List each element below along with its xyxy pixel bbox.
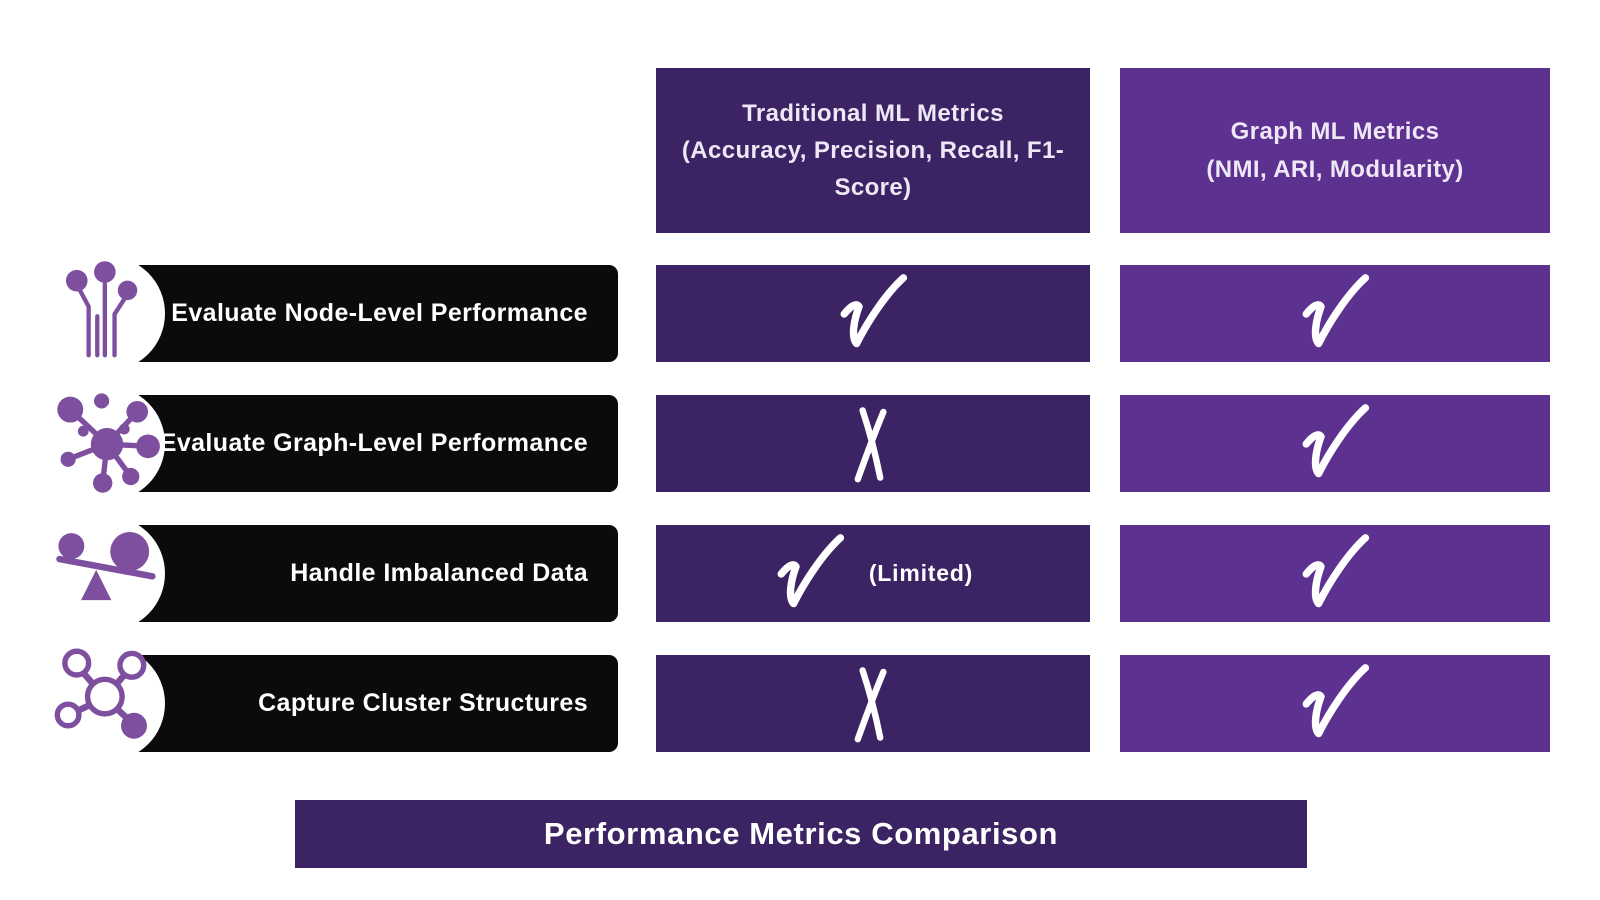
cell-graph (1120, 265, 1550, 362)
feature-label: Evaluate Graph-Level Performance (159, 429, 588, 457)
feature-row-bar: Handle Imbalanced Data (50, 516, 618, 631)
cell-traditional (656, 265, 1090, 362)
check-icon (773, 532, 847, 616)
balance-seesaw-icon (53, 518, 161, 626)
footer-title: Performance Metrics Comparison (543, 816, 1059, 851)
check-icon (1298, 272, 1372, 356)
check-icon (1298, 662, 1372, 746)
footer-title-bar: Performance Metrics Comparison (295, 800, 1307, 868)
feature-row-bar: Evaluate Graph-Level Performance (50, 386, 618, 501)
feature-row: Handle Imbalanced Data (Limited) (0, 516, 1600, 631)
column-header-graph-ml: Graph ML Metrics (NMI, ARI, Modularity) (1120, 68, 1550, 233)
feature-row-bar: Capture Cluster Structures (50, 646, 618, 761)
cell-graph (1120, 655, 1550, 752)
cell-traditional (656, 395, 1090, 492)
feature-label: Capture Cluster Structures (258, 689, 588, 717)
feature-label: Handle Imbalanced Data (290, 559, 588, 587)
cross-icon (845, 404, 901, 484)
cross-icon (845, 664, 901, 744)
cell-graph (1120, 525, 1550, 622)
column-header-traditional-ml: Traditional ML Metrics (Accuracy, Precis… (656, 68, 1090, 233)
cell-traditional: (Limited) (656, 525, 1090, 622)
feature-row: Evaluate Node-Level Performance (0, 256, 1600, 371)
check-icon (836, 272, 910, 356)
column-subtitle: (NMI, ARI, Modularity) (1206, 155, 1464, 183)
column-title: Graph ML Metrics (1230, 118, 1440, 146)
network-hub-icon (53, 388, 161, 496)
check-icon (1298, 532, 1372, 616)
column-subtitle: (Accuracy, Precision, Recall, F1-Score) (681, 136, 1065, 202)
check-icon (1298, 402, 1372, 486)
limited-note: (Limited) (868, 560, 974, 586)
column-header-text: Traditional ML Metrics (Accuracy, Precis… (656, 95, 1090, 207)
cell-traditional (656, 655, 1090, 752)
cell-graph (1120, 395, 1550, 492)
node-pins-icon (53, 258, 161, 366)
feature-label: Evaluate Node-Level Performance (171, 299, 588, 327)
feature-row-bar: Evaluate Node-Level Performance (50, 256, 618, 371)
cluster-outline-icon (53, 648, 161, 756)
feature-row: Capture Cluster Structures (0, 646, 1600, 761)
column-title: Traditional ML Metrics (742, 99, 1004, 127)
feature-row: Evaluate Graph-Level Performance (0, 386, 1600, 501)
column-header-text: Graph ML Metrics (NMI, ARI, Modularity) (1182, 113, 1487, 187)
